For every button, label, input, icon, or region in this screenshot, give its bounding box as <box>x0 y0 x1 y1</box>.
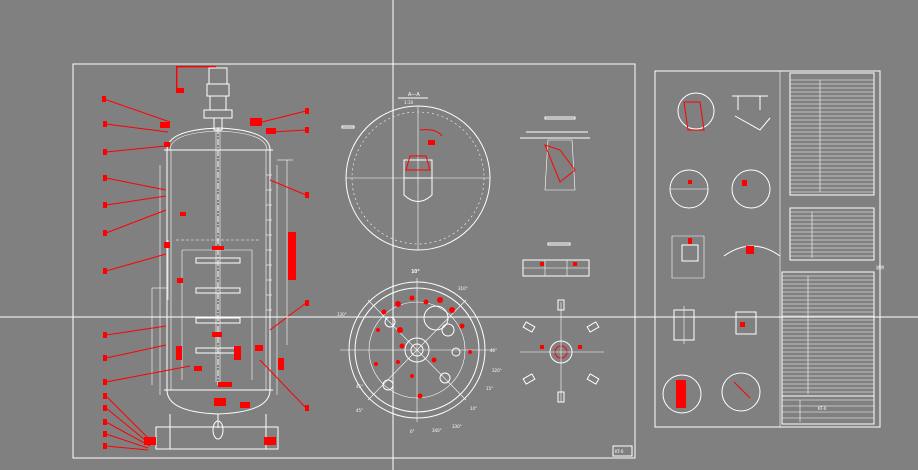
svg-text:0°: 0° <box>410 429 415 434</box>
detail-views <box>662 92 781 414</box>
svg-text:130°: 130° <box>337 312 347 317</box>
svg-text:10°: 10° <box>412 269 419 274</box>
leader-tags <box>102 96 309 449</box>
svg-text:10°: 10° <box>411 269 420 275</box>
title-stamp-left-text: KT-0 <box>615 449 624 454</box>
sheet-left-border <box>72 63 636 459</box>
svg-text:14°: 14° <box>470 406 477 411</box>
svg-text:45°: 45° <box>356 384 363 389</box>
svg-text:330°: 330° <box>452 424 462 429</box>
sheet-right-border <box>654 70 881 428</box>
title-stamp-right-text: KT-0 <box>818 406 827 411</box>
section-scale: 1:10 <box>404 100 413 105</box>
detail-flange-table <box>520 116 590 277</box>
svg-text:40°: 40° <box>490 348 497 353</box>
angle-labels: 130° 10° 310° 45° 0° 340° 330° 14° 15° 3… <box>337 269 502 434</box>
elevation-red-parts <box>144 66 296 445</box>
leader-lines <box>103 98 307 451</box>
section-view-top: A—A 1:10 <box>341 92 491 251</box>
section-view-bottom: 10° <box>340 269 494 422</box>
svg-text:340°: 340° <box>432 428 442 433</box>
svg-text:15°: 15° <box>486 386 493 391</box>
svg-text:45°: 45° <box>356 408 363 413</box>
detail-impeller-plan <box>520 299 604 403</box>
bottom-view-red-nozzles <box>374 295 472 399</box>
section-title: A—A <box>408 92 420 98</box>
spec-table-rows <box>782 79 874 422</box>
vessel-elevation <box>151 67 293 450</box>
svg-text:310°: 310° <box>458 286 468 291</box>
side-note: 说明 <box>876 264 884 270</box>
spec-tables <box>781 72 875 425</box>
svg-text:320°: 320° <box>492 368 502 373</box>
title-stamp-left <box>612 445 633 457</box>
